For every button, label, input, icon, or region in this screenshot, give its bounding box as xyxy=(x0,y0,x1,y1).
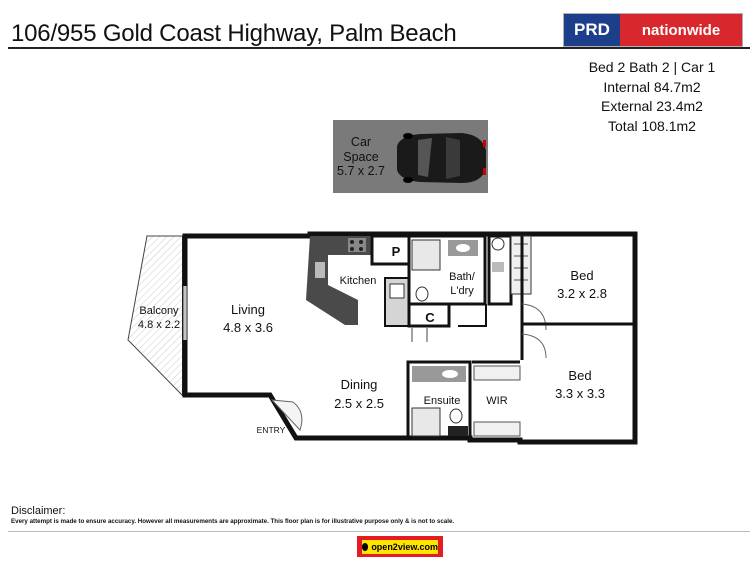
summary-external-area: External 23.4m2 xyxy=(601,98,703,114)
car-icon xyxy=(397,133,486,183)
footer-divider xyxy=(8,531,750,532)
brand-logo: PRD nationwide xyxy=(563,13,743,47)
header-divider xyxy=(8,47,750,49)
open2view-logo-icon xyxy=(362,542,369,551)
open2view-badge-text: open2view.com xyxy=(371,541,438,552)
pantry-label: P xyxy=(392,244,401,259)
kitchen: Kitchen xyxy=(306,236,376,325)
dining-dimensions: 2.5 x 2.5 xyxy=(334,396,384,411)
property-address: 106/955 Gold Coast Highway, Palm Beach xyxy=(11,20,457,47)
living-label: Living xyxy=(231,302,265,317)
bedroom-2-label: Bed xyxy=(568,368,591,383)
kitchen-label: Kitchen xyxy=(340,275,377,287)
bath-label: Bath/ xyxy=(449,271,476,283)
balcony: Balcony 4.8 x 2.2 xyxy=(127,235,184,398)
wir-label: WIR xyxy=(486,395,507,407)
balcony-dimensions: 4.8 x 2.2 xyxy=(138,319,180,331)
dining-label: Dining xyxy=(341,377,378,392)
summary-bed-bath-car: Bed 2 Bath 2 | Car 1 xyxy=(588,59,716,75)
property-summary: Bed 2 Bath 2 | Car 1 Internal 84.7m2 Ext… xyxy=(572,58,732,136)
walk-in-robe: WIR xyxy=(472,360,521,437)
bedroom-2: Bed 3.3 x 3.3 xyxy=(520,324,605,401)
disclaimer-heading: Disclaimer: xyxy=(11,505,66,517)
ensuite-label: Ensuite xyxy=(424,395,461,407)
bedroom-2-dimensions: 3.3 x 3.3 xyxy=(555,386,605,401)
open2view-badge-inner: open2view.com xyxy=(362,539,438,554)
cupboard-label: C xyxy=(425,310,435,325)
bedroom-1-label: Bed xyxy=(570,268,593,283)
brand-logo-prd: PRD xyxy=(564,14,620,46)
bath-laundry: Bath/ L'dry xyxy=(407,234,513,306)
car-space-label: Space xyxy=(343,150,378,164)
living-dimensions: 4.8 x 3.6 xyxy=(223,320,273,335)
car-space: Car Space 5.7 x 2.7 xyxy=(333,120,488,193)
disclaimer-text: Every attempt is made to ensure accuracy… xyxy=(11,518,455,525)
summary-internal-area: Internal 84.7m2 xyxy=(603,78,701,95)
laundry-label: L'dry xyxy=(450,285,474,297)
summary-total-area: Total 108.1m2 xyxy=(608,117,696,134)
car-label: Car xyxy=(351,135,371,149)
open2view-badge[interactable]: open2view.com xyxy=(357,536,443,557)
bedroom-1-dimensions: 3.2 x 2.8 xyxy=(557,286,607,301)
pantry xyxy=(370,234,411,266)
ensuite: Ensuite xyxy=(406,360,472,438)
brand-logo-nationwide: nationwide xyxy=(620,14,742,46)
car-dimensions: 5.7 x 2.7 xyxy=(337,164,385,178)
bedroom-1: Bed 3.2 x 2.8 xyxy=(510,235,635,331)
entry-label: ENTRY xyxy=(257,425,286,435)
floor-plan: Car Space 5.7 x 2.7 Balcony 4.8 x 2.2 Ki… xyxy=(127,120,638,445)
entry-door xyxy=(270,399,303,431)
floor-plan-outline xyxy=(182,231,638,445)
balcony-label: Balcony xyxy=(139,305,179,317)
